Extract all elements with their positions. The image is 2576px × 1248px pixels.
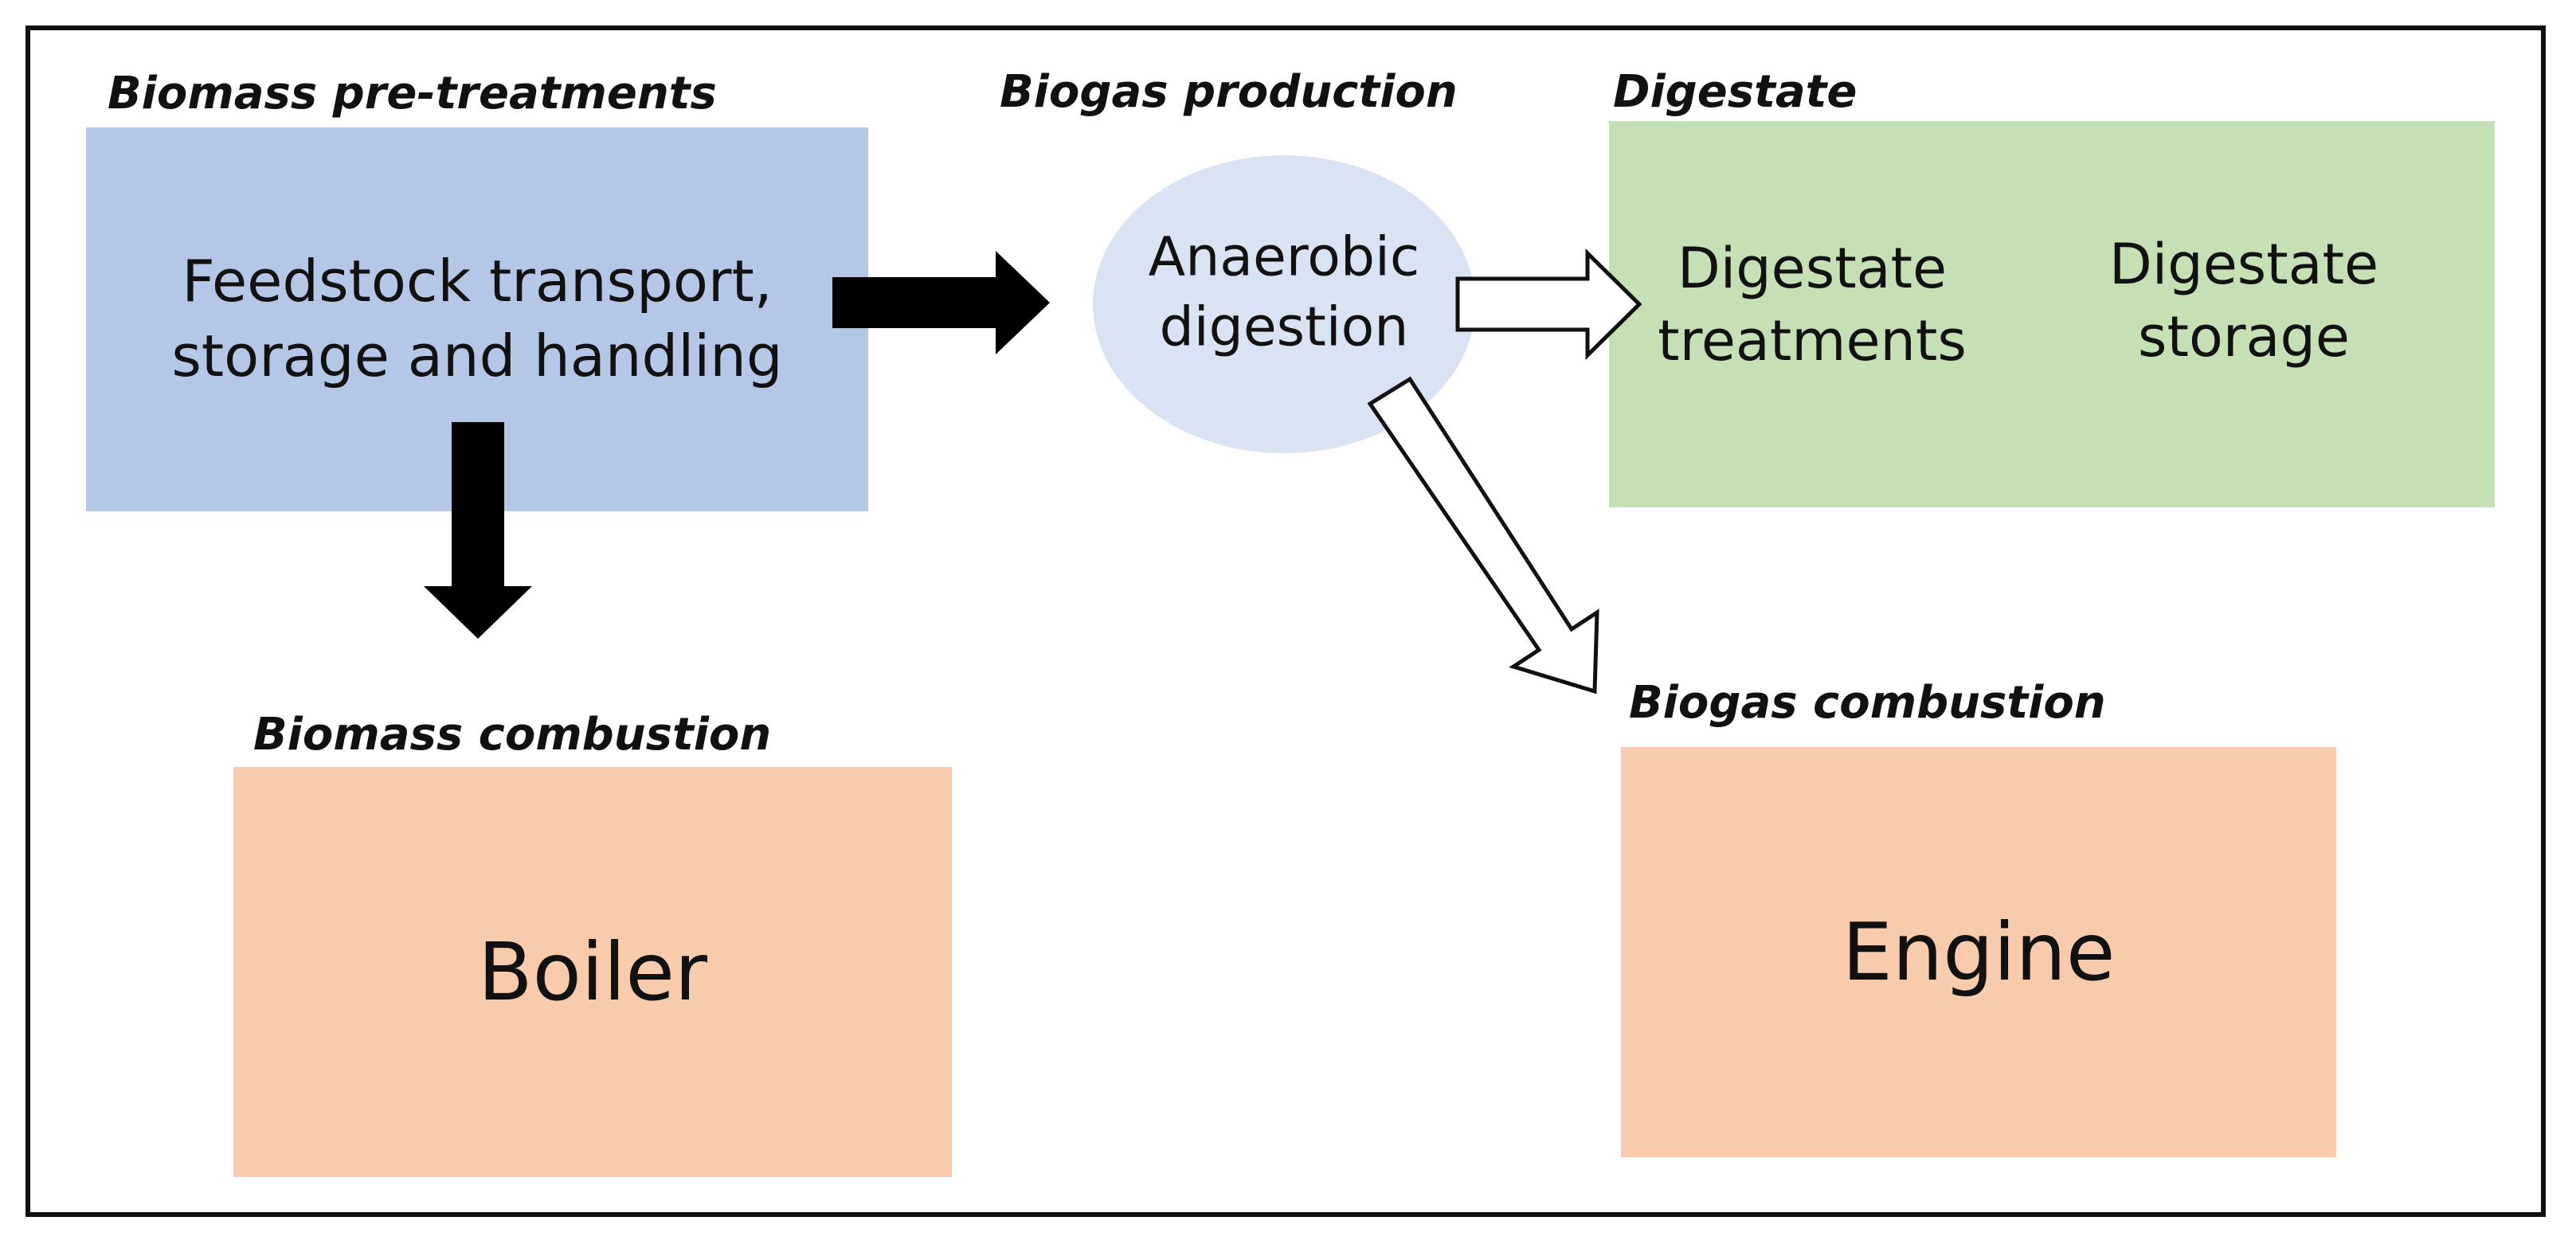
digestate-treatments-text: Digestate treatments [1658, 236, 1967, 374]
engine-box: Engine [1621, 747, 2336, 1157]
digestate-box [1609, 121, 2495, 507]
label-biomass-combustion: Biomass combustion [253, 709, 772, 761]
feedstock-text: Feedstock transport, storage and handlin… [171, 248, 783, 389]
label-biogas-combustion: Biogas combustion [1629, 677, 2106, 729]
boiler-box: Boiler [233, 767, 952, 1177]
feedstock-box: Feedstock transport, storage and handlin… [86, 127, 868, 511]
engine-text: Engine [1842, 905, 2116, 999]
label-biogas-production: Biogas production [1000, 66, 1458, 118]
boiler-text: Boiler [478, 925, 707, 1019]
anaerobic-digestion-text: Anaerobic digestion [1148, 225, 1420, 359]
label-digestate: Digestate [1613, 66, 1858, 118]
label-biomass-pre-treatments: Biomass pre-treatments [108, 68, 717, 119]
digestate-storage-text: Digestate storage [2108, 232, 2379, 370]
